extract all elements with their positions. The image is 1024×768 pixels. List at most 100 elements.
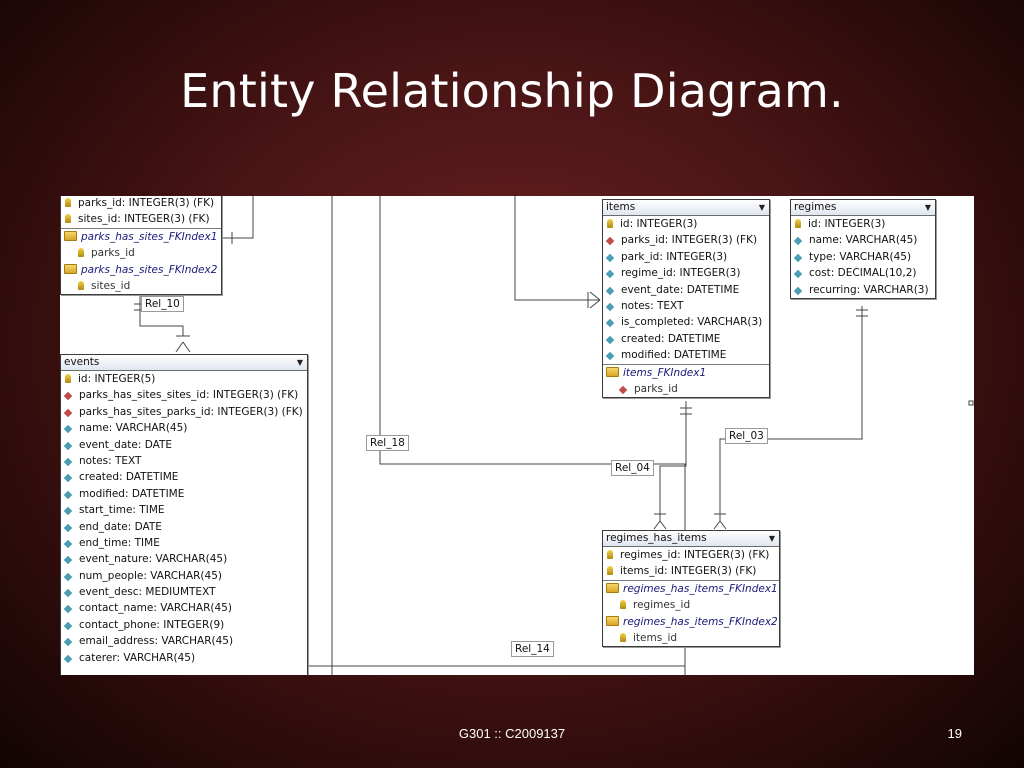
table-row: notes: TEXT bbox=[61, 453, 307, 469]
key-icon bbox=[607, 566, 613, 576]
table-regimes[interactable]: regimes▼ id: INTEGER(3) name: VARCHAR(45… bbox=[790, 199, 936, 299]
index-row: parks_has_sites_FKIndex1 bbox=[61, 227, 221, 245]
edge-marker-right bbox=[968, 400, 974, 406]
table-row: regime_id: INTEGER(3) bbox=[603, 265, 769, 281]
dropdown-arrow-icon[interactable]: ▼ bbox=[924, 203, 931, 212]
column-icon bbox=[63, 572, 73, 581]
column-icon bbox=[63, 490, 73, 499]
column-icon bbox=[63, 638, 73, 647]
table-row: end_time: TIME bbox=[61, 535, 307, 551]
key-icon bbox=[795, 219, 801, 228]
table-header[interactable]: events▼ bbox=[61, 355, 307, 371]
table-row: modified: DATETIME bbox=[603, 347, 769, 363]
table-row: regimes_id: INTEGER(3) (FK) bbox=[603, 547, 779, 563]
index-folder-icon bbox=[606, 582, 619, 593]
index-row: parks_has_sites_FKIndex2 bbox=[61, 262, 221, 278]
table-regimes-has-items[interactable]: regimes_has_items▼ regimes_id: INTEGER(3… bbox=[602, 530, 780, 648]
column-icon bbox=[793, 237, 803, 246]
table-items[interactable]: items▼ id: INTEGER(3) parks_id: INTEGER(… bbox=[602, 199, 770, 399]
key-icon bbox=[65, 374, 71, 383]
table-row: parks_id: INTEGER(3) (FK) bbox=[603, 232, 769, 248]
table-row: id: INTEGER(3) bbox=[603, 216, 769, 232]
table-header[interactable]: regimes▼ bbox=[791, 200, 935, 216]
index-folder-icon bbox=[64, 230, 77, 241]
connector-items-left bbox=[514, 196, 600, 301]
crowsfoot-rel03-top bbox=[856, 309, 868, 317]
column-icon bbox=[63, 424, 73, 434]
connector-rel03 bbox=[719, 306, 863, 521]
foreign-key-icon bbox=[63, 392, 73, 401]
index-row: items_FKIndex1 bbox=[603, 363, 769, 381]
column-icon bbox=[605, 269, 615, 279]
column-icon bbox=[605, 319, 615, 328]
key-icon bbox=[607, 219, 613, 228]
table-events[interactable]: events▼ id: INTEGER(5) parks_has_sites_s… bbox=[60, 354, 308, 675]
table-row: name: VARCHAR(45) bbox=[791, 232, 935, 248]
index-field-row: parks_id bbox=[61, 245, 221, 261]
column-icon bbox=[63, 556, 73, 565]
column-icon bbox=[63, 588, 73, 598]
table-row: event_date: DATETIME bbox=[603, 282, 769, 298]
dropdown-arrow-icon[interactable]: ▼ bbox=[768, 534, 775, 543]
column-icon bbox=[793, 286, 803, 295]
er-diagram-canvas: parks_id: INTEGER(3) (FK) sites_id: INTE… bbox=[60, 196, 974, 675]
column-icon bbox=[793, 269, 803, 279]
crowsfoot-rel03-bottom bbox=[713, 513, 727, 530]
table-row: created: DATETIME bbox=[603, 331, 769, 347]
relation-label-rel14[interactable]: Rel_14 bbox=[511, 641, 554, 657]
relation-label-rel03[interactable]: Rel_03 bbox=[725, 428, 768, 444]
key-icon bbox=[620, 600, 626, 610]
index-row: regimes_has_items_FKIndex2 bbox=[603, 614, 779, 630]
table-parks-has-sites[interactable]: parks_id: INTEGER(3) (FK) sites_id: INTE… bbox=[60, 196, 222, 296]
index-folder-icon bbox=[606, 615, 619, 626]
column-icon bbox=[63, 457, 73, 467]
slide-page-number: 19 bbox=[947, 726, 962, 741]
index-folder-icon bbox=[606, 366, 619, 377]
column-icon bbox=[605, 302, 615, 312]
column-icon bbox=[63, 654, 73, 663]
table-row: cost: DECIMAL(10,2) bbox=[791, 265, 935, 281]
column-icon bbox=[605, 253, 615, 263]
crowsfoot-rel04-bottom bbox=[653, 513, 667, 530]
relation-label-rel18[interactable]: Rel_18 bbox=[366, 435, 409, 451]
table-header[interactable]: items▼ bbox=[603, 200, 769, 216]
table-row: created: DATETIME bbox=[61, 469, 307, 485]
table-row: is_completed: VARCHAR(3) bbox=[603, 314, 769, 330]
table-row: modified: DATETIME bbox=[61, 486, 307, 502]
column-icon bbox=[63, 506, 73, 516]
column-icon bbox=[63, 605, 73, 614]
table-row: contact_name: VARCHAR(45) bbox=[61, 600, 307, 616]
table-header[interactable]: regimes_has_items▼ bbox=[603, 531, 779, 547]
table-row: parks_has_sites_parks_id: INTEGER(3) (FK… bbox=[61, 404, 307, 420]
table-row: end_date: DATE bbox=[61, 519, 307, 535]
table-row: recurring: VARCHAR(3) bbox=[791, 282, 935, 298]
table-row: caterer: VARCHAR(45) bbox=[61, 650, 307, 666]
key-icon bbox=[607, 550, 613, 559]
slide-title: Entity Relationship Diagram. bbox=[180, 64, 844, 118]
table-row: num_people: VARCHAR(45) bbox=[61, 568, 307, 584]
table-row: sites_id: INTEGER(3) (FK) bbox=[61, 211, 221, 227]
table-row: parks_id: INTEGER(3) (FK) bbox=[61, 196, 221, 211]
column-icon bbox=[605, 335, 615, 344]
dropdown-arrow-icon[interactable]: ▼ bbox=[296, 358, 303, 367]
foreign-key-icon bbox=[618, 385, 628, 395]
column-icon bbox=[63, 441, 73, 450]
table-row: id: INTEGER(3) bbox=[791, 216, 935, 232]
table-row: type: VARCHAR(45) bbox=[791, 249, 935, 265]
table-row: contact_phone: INTEGER(9) bbox=[61, 617, 307, 633]
index-row: regimes_has_items_FKIndex1 bbox=[603, 579, 779, 597]
connector-parks-sites-top bbox=[220, 196, 254, 239]
relation-label-rel10[interactable]: Rel_10 bbox=[141, 296, 184, 312]
table-row: notes: TEXT bbox=[603, 298, 769, 314]
key-icon bbox=[620, 632, 626, 642]
relation-label-rel04[interactable]: Rel_04 bbox=[611, 460, 654, 476]
table-row: id: INTEGER(5) bbox=[61, 371, 307, 387]
dropdown-arrow-icon[interactable]: ▼ bbox=[758, 203, 765, 212]
table-row: start_time: TIME bbox=[61, 502, 307, 518]
slide-footer: G301 :: C2009137 bbox=[458, 726, 566, 741]
column-icon bbox=[605, 286, 615, 295]
index-field-row: items_id bbox=[603, 630, 779, 646]
key-icon bbox=[65, 214, 71, 224]
column-icon bbox=[793, 253, 803, 263]
index-field-row: sites_id bbox=[61, 278, 221, 294]
